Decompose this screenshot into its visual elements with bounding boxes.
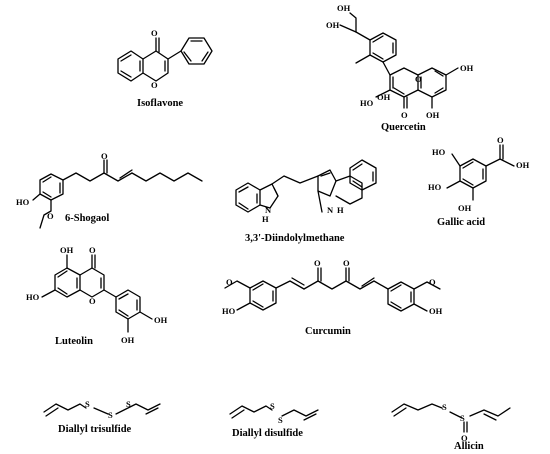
shogaol-structure: O HO O 6-Shogaol [16, 151, 203, 229]
quercetin-atom-label: OH [337, 3, 351, 13]
diallyl-disulfide-name: Diallyl disulfide [232, 428, 303, 439]
curcumin-atom-label: O [314, 258, 321, 268]
curcumin-atom-label: O [429, 277, 436, 287]
allicin-atom-label: S [460, 413, 465, 423]
luteolin-name: Luteolin [55, 336, 93, 347]
curcumin-name: Curcumin [305, 326, 351, 337]
curcumin-atom-label: OH [429, 306, 443, 316]
diallyl-disulfide-structure: S S Diallyl disulfide [229, 401, 319, 439]
quercetin-atom-label: O [415, 74, 422, 84]
diindolylmethane-atom-label: N [327, 205, 334, 215]
diallyl-trisulfide-structure: S S S Diallyl trisulfide [43, 399, 161, 435]
isoflavone-name: Isoflavone [137, 98, 183, 109]
curcumin-atom-label: O [343, 258, 350, 268]
diallyl-trisulfide-atom-label: S [108, 410, 113, 420]
isoflavone-atom-label: O [151, 80, 158, 90]
luteolin-atom-label: OH [121, 335, 135, 345]
diallyl-trisulfide-atom-label: S [126, 399, 131, 409]
gallic-acid-atom-label: O [497, 135, 504, 145]
quercetin-atom-label: OH [377, 92, 391, 102]
shogaol-atom-label: O [101, 151, 108, 161]
luteolin-atom-label: OH [154, 315, 168, 325]
quercetin-atom-label: O [401, 110, 408, 120]
diindolylmethane-structure: H N N H 3,3'-Diindolylmethane [235, 159, 377, 244]
gallic-acid-atom-label: OH [458, 203, 472, 213]
luteolin-atom-label: O [89, 245, 96, 255]
quercetin-atom-label: HO [360, 98, 374, 108]
quercetin-atom-label: OH [426, 110, 440, 120]
gallic-acid-atom-label: HO [432, 147, 446, 157]
allicin-name: Allicin [454, 441, 484, 452]
isoflavone-structure: O O Isoflavone [117, 28, 213, 109]
diallyl-disulfide-atom-label: S [270, 401, 275, 411]
quercetin-name: Quercetin [381, 122, 426, 133]
diallyl-trisulfide-atom-label: S [85, 399, 90, 409]
gallic-acid-atom-label: HO [428, 182, 442, 192]
curcumin-atom-label: HO [222, 306, 236, 316]
luteolin-structure: OH O HO O OH OH Luteolin [26, 245, 168, 347]
gallic-acid-structure: HO HO OH O OH Gallic acid [428, 135, 530, 228]
diindolylmethane-atom-label: H [337, 205, 344, 215]
allicin-structure: S S O Allicin [391, 402, 511, 452]
shogaol-atom-label: O [47, 211, 54, 221]
luteolin-atom-label: OH [60, 245, 74, 255]
isoflavone-atom-label: O [151, 28, 158, 38]
gallic-acid-atom-label: OH [516, 160, 530, 170]
diallyl-trisulfide-name: Diallyl trisulfide [58, 424, 132, 435]
diindolylmethane-atom-label: H [262, 214, 269, 224]
luteolin-atom-label: O [89, 296, 96, 306]
shogaol-atom-label: HO [16, 197, 30, 207]
quercetin-atom-label: OH [460, 63, 474, 73]
allicin-atom-label: S [442, 402, 447, 412]
curcumin-structure: O O O O HO OH Curcumin [222, 258, 443, 337]
quercetin-structure: OH OH OH HO OH OH O O Quercetin [326, 3, 474, 133]
quercetin-atom-label: OH [326, 20, 340, 30]
gallic-acid-name: Gallic acid [437, 217, 485, 228]
curcumin-atom-label: O [226, 277, 233, 287]
diindolylmethane-atom-label: N [265, 205, 272, 215]
allicin-atom-label: O [461, 433, 468, 443]
luteolin-atom-label: HO [26, 292, 40, 302]
diallyl-disulfide-atom-label: S [278, 415, 283, 425]
diindolylmethane-name: 3,3'-Diindolylmethane [245, 233, 345, 244]
shogaol-name: 6-Shogaol [65, 213, 109, 224]
